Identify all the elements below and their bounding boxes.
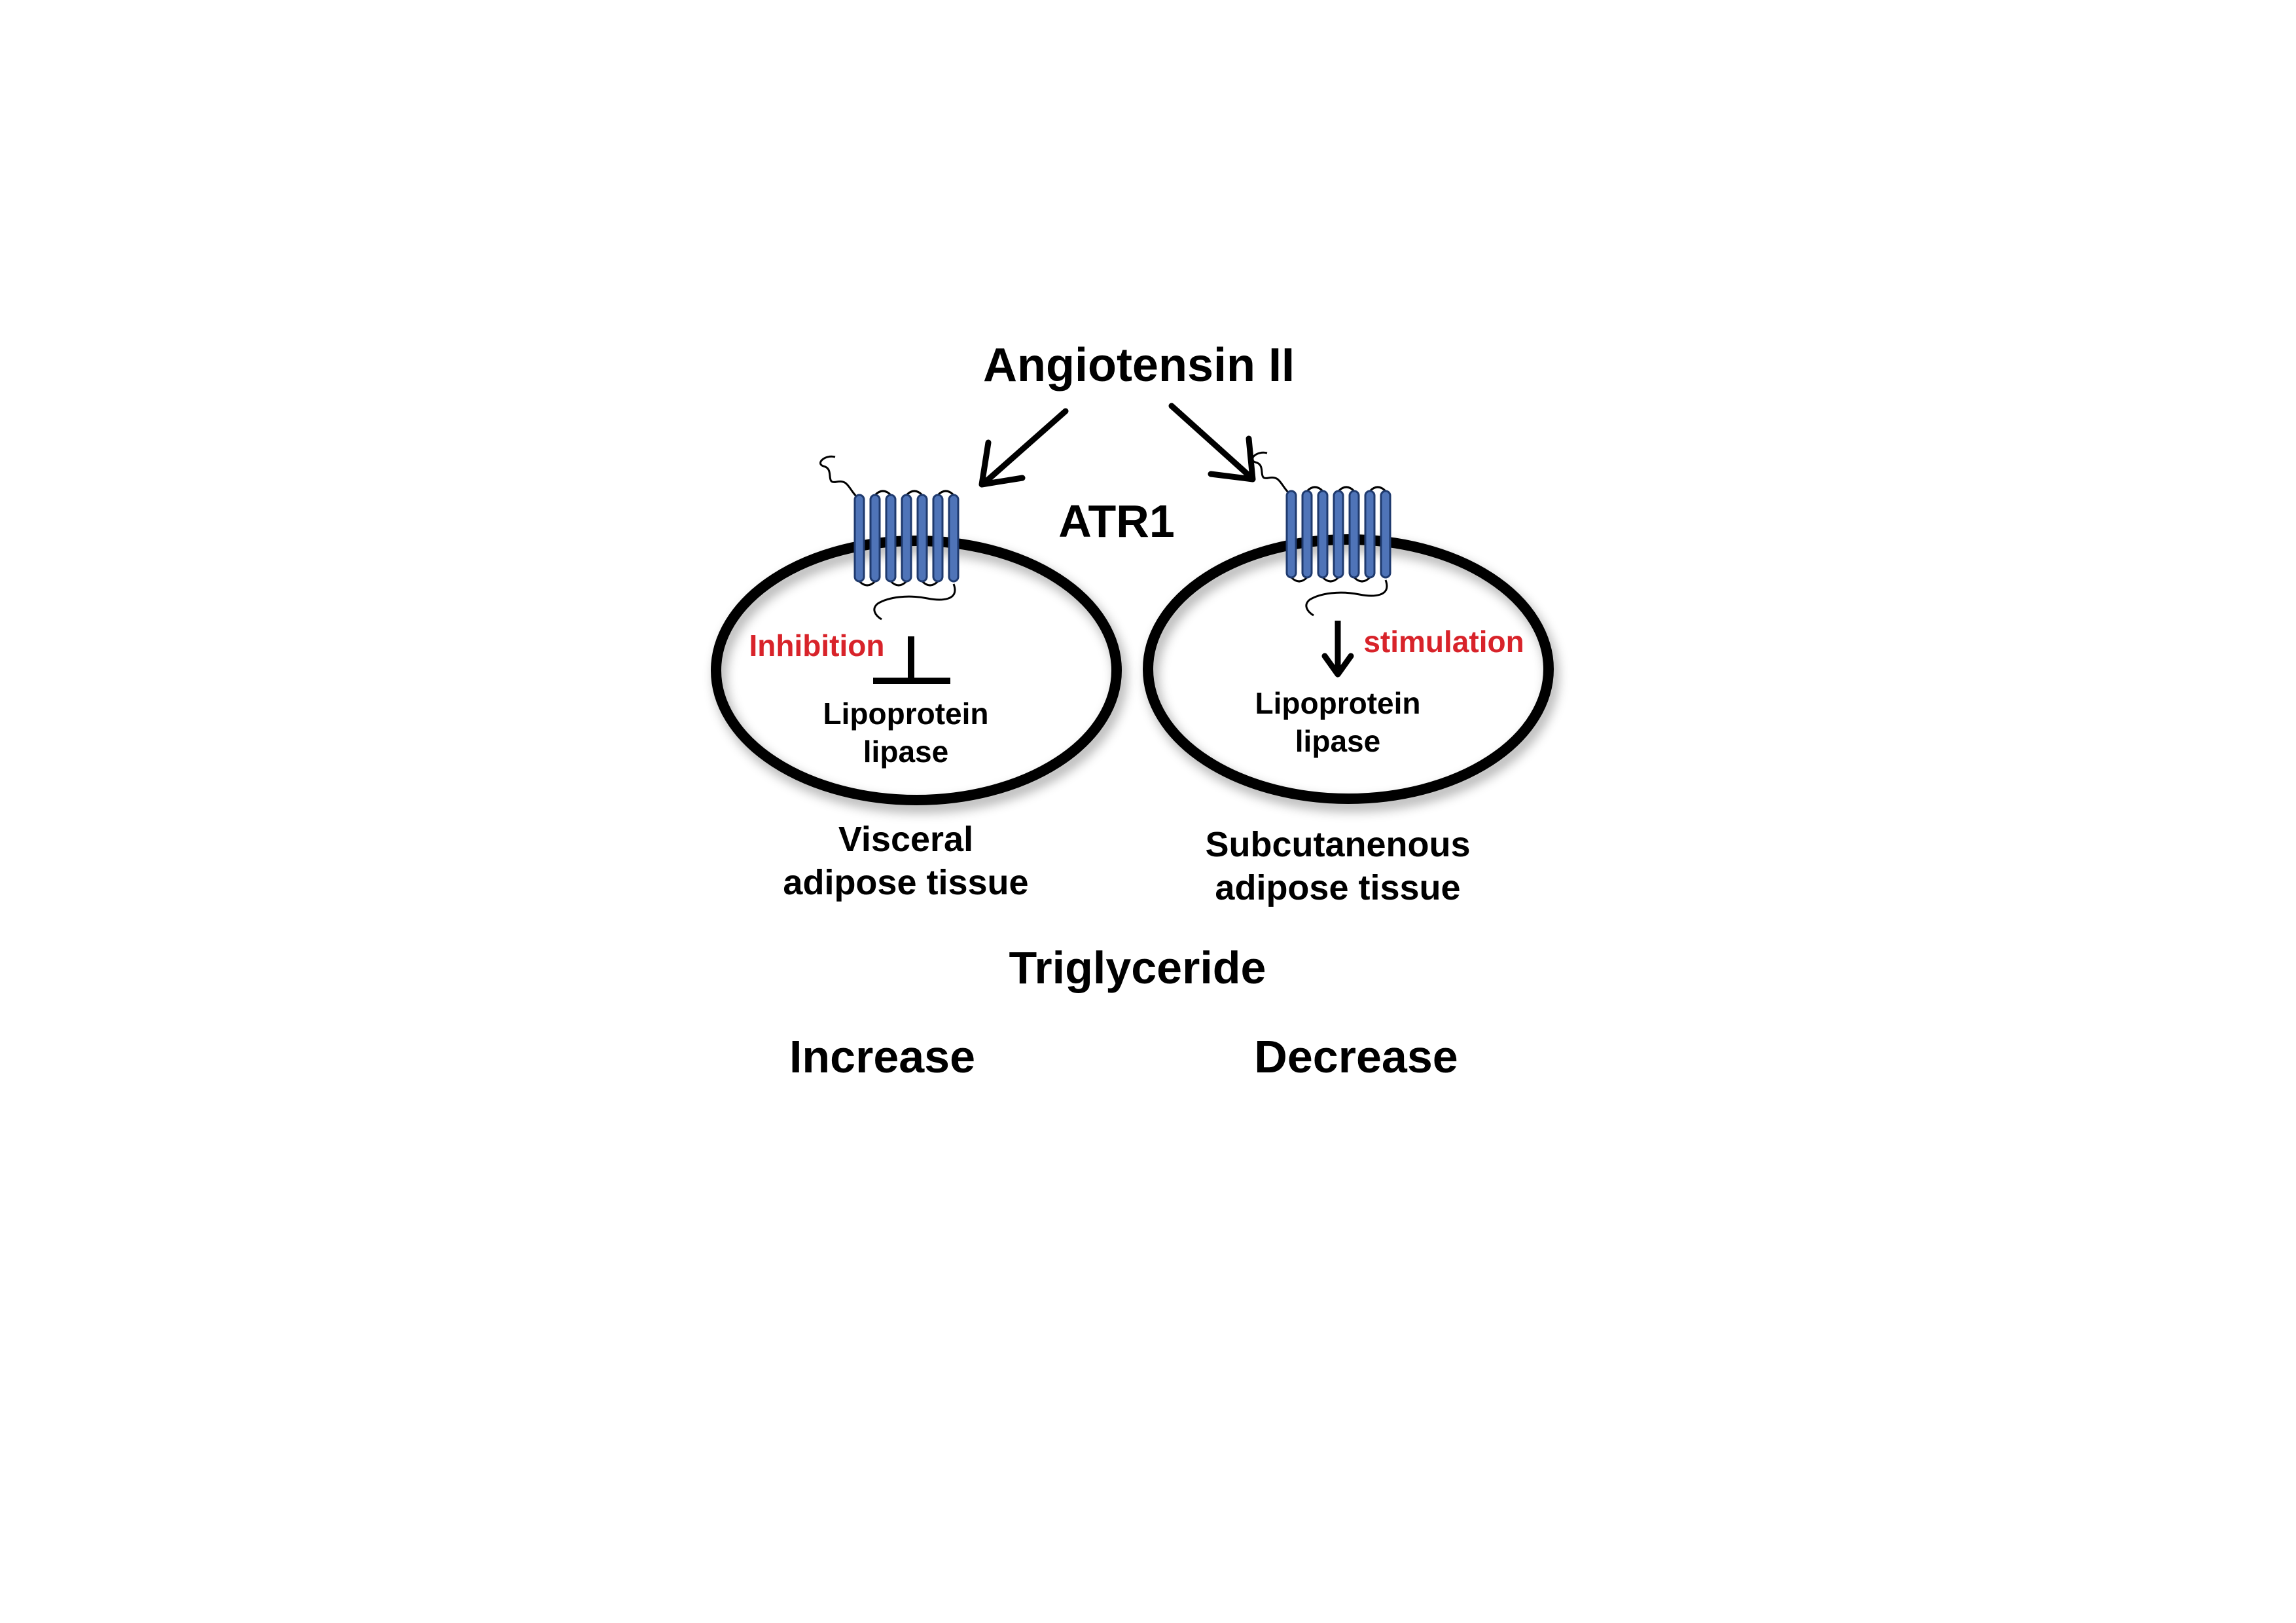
right-outcome: Decrease	[1254, 1031, 1458, 1082]
left-tissue-line2: adipose tissue	[783, 863, 1028, 902]
right-receptor-icon	[1251, 451, 1391, 617]
inhibition-symbol	[873, 636, 950, 684]
left-cell: Inhibition Lipoprotein lipase	[711, 455, 1122, 805]
right-effect-label: stimulation	[1363, 625, 1524, 659]
stimulation-arrow-icon	[1321, 621, 1354, 678]
title-angiotensin: Angiotensin II	[983, 339, 1295, 392]
left-cell-membrane	[711, 536, 1122, 805]
right-cell: stimulation Lipoprotein lipase	[1143, 451, 1554, 804]
arrow-to-left-cell	[978, 408, 1069, 488]
left-enzyme-line2: lipase	[863, 735, 948, 769]
right-enzyme-line1: Lipoprotein	[1255, 686, 1421, 720]
left-tissue-line1: Visceral	[838, 820, 973, 859]
right-enzyme-line2: lipase	[1295, 724, 1380, 758]
receptor-label: ATR1	[1058, 496, 1175, 547]
result-label: Triglyceride	[1009, 942, 1266, 993]
left-enzyme-line1: Lipoprotein	[823, 697, 989, 731]
left-effect-label: Inhibition	[749, 629, 885, 663]
right-cell-membrane	[1143, 534, 1554, 804]
arrow-to-right-cell	[1168, 403, 1256, 483]
right-tissue-line2: adipose tissue	[1215, 868, 1460, 907]
left-receptor-icon	[819, 455, 960, 621]
right-tissue-line1: Subcutanenous	[1205, 825, 1470, 864]
left-outcome: Increase	[789, 1031, 975, 1082]
